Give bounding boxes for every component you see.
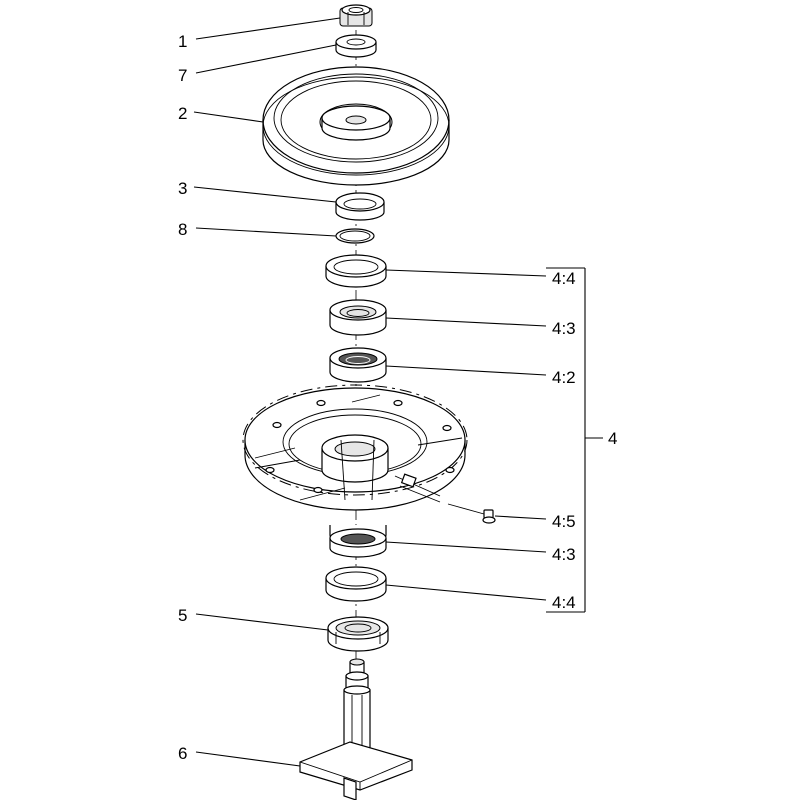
label-4-2: 4:2	[552, 368, 576, 387]
part-4-4-top-seal	[325, 254, 387, 288]
leader-4-2	[385, 365, 547, 376]
leader-6	[195, 751, 301, 767]
label-4: 4	[608, 429, 617, 448]
label-4-3-bottom: 4:3	[552, 545, 576, 564]
label-6: 6	[178, 744, 187, 763]
leader-4-4-bottom	[385, 584, 547, 601]
label-3: 3	[178, 179, 187, 198]
group-bracket-4	[546, 267, 603, 613]
label-4-4-top: 4:4	[552, 269, 576, 288]
part-4-5-grease-fitting	[447, 503, 496, 524]
leader-3	[193, 186, 337, 203]
label-4-3-top: 4:3	[552, 319, 576, 338]
part-4-3-top-bearing	[329, 299, 387, 336]
part-6-spindle-shaft	[299, 658, 413, 800]
label-1: 1	[178, 32, 187, 51]
label-4-4-bottom: 4:4	[552, 593, 576, 612]
part-5-seal	[327, 616, 389, 652]
part-7-washer	[335, 34, 377, 58]
leader-8	[195, 227, 337, 237]
part-1-nut	[339, 4, 373, 27]
label-2: 2	[178, 104, 187, 123]
leader-1	[195, 17, 341, 40]
part-3-bushing	[335, 192, 385, 221]
part-8-ring	[335, 228, 375, 244]
leader-5	[195, 613, 329, 631]
label-5: 5	[178, 606, 187, 625]
part-4-4-bottom-seal	[325, 566, 387, 602]
leader-4-4-top	[385, 269, 547, 277]
leader-4-3-bottom	[385, 541, 547, 553]
part-4-3-bottom-bearing	[329, 528, 387, 558]
leader-4-3-top	[385, 317, 547, 327]
part-2-pulley	[262, 66, 450, 186]
label-4-5: 4:5	[552, 512, 576, 531]
leader-7	[195, 44, 337, 74]
label-8: 8	[178, 220, 187, 239]
part-4-housing	[242, 384, 468, 546]
leader-2	[193, 111, 264, 123]
label-7: 7	[178, 66, 187, 85]
part-4-2-spacer	[329, 347, 387, 383]
leader-4-5	[494, 515, 547, 520]
